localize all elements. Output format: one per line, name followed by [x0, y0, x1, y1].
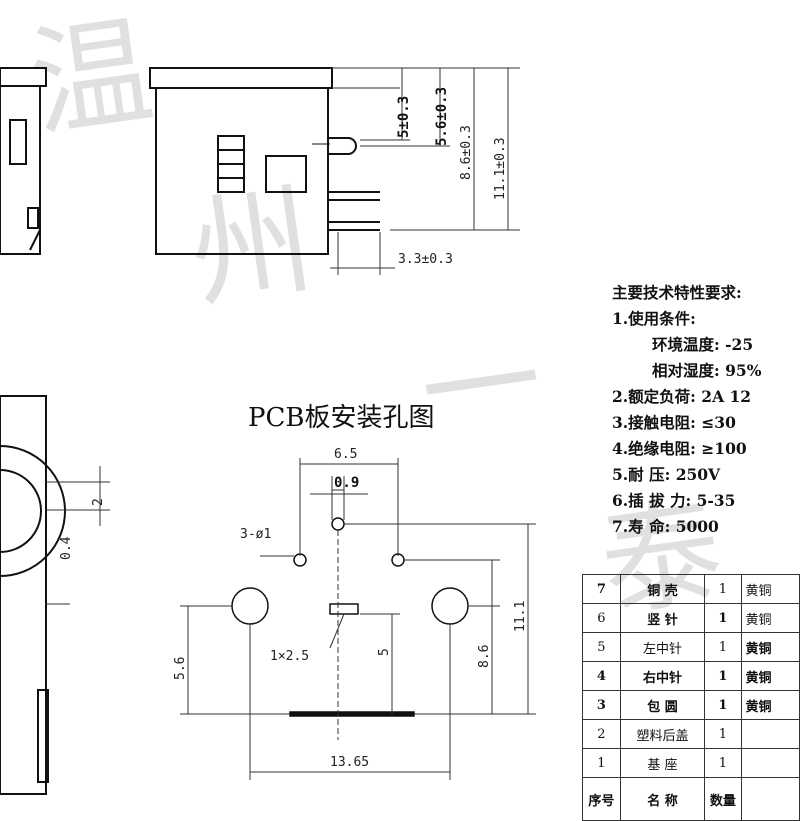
- bom-no: 1: [582, 748, 621, 778]
- dim-3-3: 3.3±0.3: [398, 252, 453, 267]
- pcb-dim-1x2-5: 1×2.5: [270, 649, 309, 664]
- bom-name: 包 圆: [619, 690, 706, 720]
- pcb-dim-3-holes: 3-ø1: [240, 527, 271, 542]
- spec-line-8: 6.插 拔 力: 5-35: [612, 491, 736, 510]
- side-view-dimensions: [330, 67, 520, 275]
- pcb-holes: [231, 517, 469, 717]
- bom-material: 黄铜: [740, 661, 800, 691]
- spec-title: 主要技术特性要求:: [612, 283, 742, 302]
- pcb-dim-5: 5: [377, 648, 392, 656]
- front-view: [0, 395, 66, 795]
- table-row: 7 铜 壳 1 黄铜: [582, 574, 800, 604]
- bom-no: 4: [582, 661, 621, 691]
- bom-material: 黄铜: [740, 690, 800, 720]
- spec-line-9: 7.寿 命: 5000: [612, 517, 719, 536]
- bom-no: 6: [582, 603, 621, 633]
- bom-name: 右中针: [619, 661, 706, 691]
- spec-line-5: 3.接触电阻: ≤30: [612, 413, 736, 432]
- table-row: 4 右中针 1 黄铜: [582, 661, 800, 691]
- bom-qty: 1: [704, 690, 742, 720]
- spec-line-3: 相对湿度: 95%: [652, 361, 762, 380]
- bom-name: 塑料后盖: [619, 719, 706, 749]
- bom-qty: 1: [704, 748, 742, 778]
- table-row: 2 塑料后盖 1: [582, 719, 800, 749]
- pcb-dim-5-6: 5.6: [173, 657, 188, 680]
- bom-material: [740, 719, 800, 749]
- bom-qty: 1: [704, 719, 742, 749]
- dim-front-0-4: 0.4: [59, 536, 74, 560]
- spec-line-6: 4.绝缘电阻: ≥100: [612, 439, 747, 458]
- bom-no: 7: [582, 574, 621, 604]
- bom-material: 黄铜: [740, 603, 800, 633]
- table-row: 5 左中针 1 黄铜: [582, 632, 800, 662]
- spec-line-4: 2.额定负荷: 2A 12: [612, 387, 752, 406]
- spec-line-2: 环境温度: -25: [652, 335, 754, 354]
- dim-11-1: 11.1±0.3: [493, 137, 508, 200]
- table-row: 3 包 圆 1 黄铜: [582, 690, 800, 720]
- pcb-title: PCB板安装孔图: [248, 403, 435, 433]
- table-row: 1 基 座 1: [582, 748, 800, 778]
- pcb-dim-6-5: 6.5: [334, 447, 357, 462]
- bom-header-qty: 数量: [704, 777, 742, 821]
- side-view: [149, 67, 380, 255]
- pcb-dim-13-65: 13.65: [330, 755, 369, 770]
- pcb-dim-8-6: 8.6: [477, 645, 492, 668]
- bom-name: 左中针: [619, 632, 706, 662]
- pcb-dimensions: [180, 458, 536, 780]
- bom-material: [740, 748, 800, 778]
- table-row: 6 竖 针 1 黄铜: [582, 603, 800, 633]
- table-header-row: 序号 名 称 数量: [582, 777, 800, 821]
- bom-header-no: 序号: [582, 777, 621, 821]
- bom-no: 3: [582, 690, 621, 720]
- bom-material: 黄铜: [740, 632, 800, 662]
- dim-5: 5±0.3: [396, 96, 412, 138]
- bom-qty: 1: [704, 632, 742, 662]
- technical-drawing: 5±0.3 5.6±0.3 8.6±0.3 11.1±0.3 3.3±0.3 2…: [0, 67, 536, 795]
- left-top-view: [0, 67, 47, 255]
- dim-8-6: 8.6±0.3: [459, 125, 474, 180]
- bom-header-material: [740, 777, 800, 821]
- bom-name: 基 座: [619, 748, 706, 778]
- bom-header-name: 名 称: [619, 777, 706, 821]
- bom-no: 2: [582, 719, 621, 749]
- bom-material: 黄铜: [740, 574, 800, 604]
- bom-qty: 1: [704, 603, 742, 633]
- spec-line-1: 1.使用条件:: [612, 309, 696, 328]
- spec-line-7: 5.耐 压: 250V: [612, 465, 721, 484]
- bom-table: 7 铜 壳 1 黄铜 6 竖 针 1 黄铜 5 左中针 1 黄铜 4 右中针 1…: [582, 574, 800, 821]
- spec-block: 主要技术特性要求: 1.使用条件: 环境温度: -25 相对湿度: 95% 2.…: [612, 280, 800, 540]
- bom-no: 5: [582, 632, 621, 662]
- dim-front-2: 2: [91, 498, 106, 506]
- dim-5-6: 5.6±0.3: [434, 87, 450, 146]
- pcb-dim-0-9: 0.9: [334, 475, 359, 491]
- bom-qty: 1: [704, 661, 742, 691]
- bom-name: 竖 针: [619, 603, 706, 633]
- bom-qty: 1: [704, 574, 742, 604]
- bom-name: 铜 壳: [619, 574, 706, 604]
- pcb-dim-11-1: 11.1: [513, 601, 528, 632]
